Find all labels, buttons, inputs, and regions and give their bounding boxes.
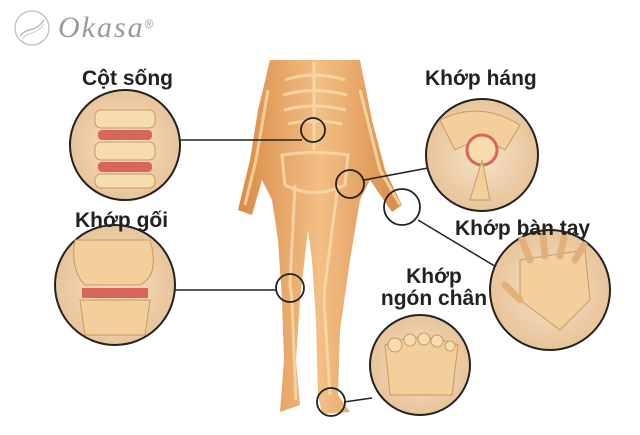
label-spine: Cột sống	[82, 67, 173, 90]
knee-marker	[275, 273, 305, 303]
label-toe-line2: ngón chân	[380, 287, 488, 310]
logo-swoosh-icon	[14, 10, 50, 46]
foot-marker	[316, 387, 346, 417]
logo-text: Okasa	[58, 11, 145, 44]
hand-marker	[383, 188, 421, 226]
knee-inset	[54, 224, 176, 346]
label-toe-line1: Khớp	[406, 265, 462, 288]
spine-inset	[69, 89, 181, 201]
hand-inset	[489, 229, 611, 351]
spine-marker	[300, 117, 326, 143]
toe-inset	[369, 314, 471, 416]
label-hip: Khớp háng	[425, 67, 537, 90]
hip-marker	[335, 169, 365, 199]
body-figure	[238, 60, 402, 414]
label-hand: Khớp bàn tay	[455, 217, 591, 240]
label-toe: Khớp ngón chân	[376, 266, 492, 310]
connector-lines	[175, 139, 499, 403]
label-knee: Khớp gối	[75, 209, 169, 232]
hip-inset	[425, 98, 539, 212]
registered-mark: ®	[144, 17, 154, 31]
okasa-logo: Okasa ®	[12, 8, 154, 48]
